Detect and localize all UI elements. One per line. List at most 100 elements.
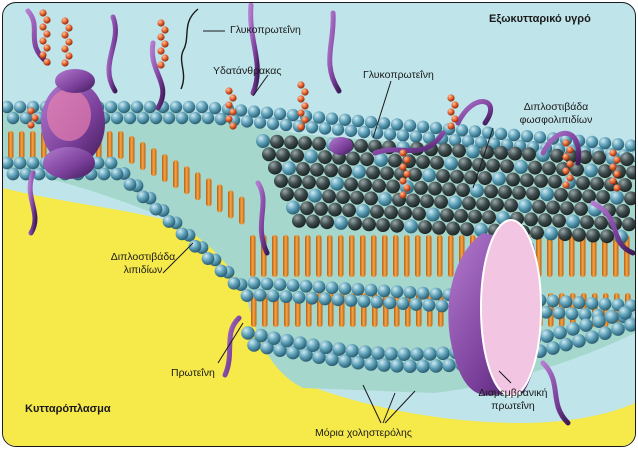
lipid-head: [338, 354, 352, 368]
lipid-head: [390, 218, 404, 233]
carbohydrate-bead: [31, 114, 39, 122]
lipid-head: [538, 213, 552, 228]
lipid-tail: [382, 235, 388, 277]
lipid-head: [348, 216, 362, 231]
lipid-head: [362, 217, 376, 232]
lipid-head: [464, 170, 478, 185]
label-cytoplasm: Κυτταρόπλασμα: [25, 403, 111, 415]
lipid-head: [383, 296, 397, 310]
lipid-head: [482, 210, 496, 225]
lipid-head: [598, 297, 612, 311]
lipid-head: [416, 286, 430, 300]
lipid-head: [472, 157, 486, 172]
lipid-head: [436, 169, 450, 183]
lipid-head: [110, 167, 124, 181]
lipid-head: [331, 123, 345, 136]
lipid-tail: [569, 235, 575, 277]
lipid-head: [396, 129, 410, 142]
lipid-tail: [371, 235, 377, 277]
lipid-head: [468, 125, 482, 138]
lipid-head: [514, 159, 528, 174]
lipid-head: [188, 111, 202, 125]
lipid-head: [110, 111, 124, 125]
lipid-head: [546, 341, 560, 355]
lipid-head: [310, 162, 324, 177]
lipid-head: [344, 124, 358, 137]
lipid-tail: [394, 293, 400, 327]
carbohydrate-bead: [609, 177, 617, 185]
lipid-head: [266, 289, 280, 303]
lipid-head: [611, 322, 625, 336]
lipid-tail: [327, 235, 333, 277]
lipid-head: [504, 198, 518, 213]
lipid-head: [518, 199, 532, 214]
glycoprotein-globule: [329, 137, 353, 155]
lipid-head: [552, 306, 566, 320]
lipid-head: [398, 206, 412, 221]
lipid-head: [550, 148, 564, 163]
lipid-head: [435, 299, 449, 313]
lipid-head: [292, 291, 306, 304]
lipid-head: [201, 252, 215, 265]
lipid-head: [624, 318, 635, 332]
carbohydrate-bead: [301, 116, 309, 124]
lipid-head: [426, 207, 440, 222]
lipid-head: [286, 200, 300, 215]
lipid-head: [346, 151, 360, 166]
lipid-tail: [426, 235, 432, 277]
lipid-head: [409, 298, 423, 311]
lipid-head: [305, 291, 319, 305]
lipid-head: [247, 276, 261, 290]
carbohydrate-bead: [39, 23, 47, 31]
lipid-head: [512, 185, 526, 200]
lipid-head: [539, 305, 553, 319]
lipid-head: [136, 111, 150, 125]
lipid-head: [377, 284, 391, 298]
lipid-head: [476, 197, 490, 211]
lipid-head: [470, 183, 484, 198]
glycoprotein-stalk: [180, 8, 199, 90]
lipid-head: [500, 159, 514, 174]
lipid-head: [270, 134, 284, 149]
carbohydrate-bead: [399, 177, 407, 185]
lipid-tail: [239, 196, 245, 225]
lipid-head: [319, 340, 333, 355]
lipid-head: [352, 164, 366, 179]
carbohydrate-chains: [27, 9, 621, 199]
lipid-head: [498, 185, 512, 200]
carbohydrate-bead: [613, 184, 621, 192]
lipid-head: [626, 165, 635, 180]
lipid-head: [492, 171, 506, 186]
integral-protein-left: [41, 69, 105, 179]
carbohydrate-bead: [65, 52, 73, 60]
transmembrane-protein: [448, 219, 542, 397]
carbohydrate-bead: [225, 115, 233, 123]
lipid-head: [182, 100, 196, 114]
lipid-tail: [437, 235, 443, 277]
lipid-tail: [19, 131, 25, 159]
lipid-head: [13, 156, 27, 170]
lipid-head: [436, 346, 450, 361]
carbohydrate-bead: [229, 122, 237, 130]
lipid-head: [214, 112, 228, 126]
lipid-head: [298, 136, 312, 151]
lipid-head: [260, 277, 274, 291]
lipid-head: [320, 215, 334, 230]
protein-strand: [372, 130, 446, 156]
lipid-head: [428, 181, 442, 196]
protein-strand: [27, 170, 38, 236]
lipid-head: [570, 162, 584, 177]
lipid-head: [403, 286, 417, 299]
lipid-head: [282, 161, 296, 176]
lipid-head: [162, 215, 176, 228]
lipid-head: [130, 100, 144, 114]
lipid-head: [308, 188, 322, 203]
protein-coils: [25, 3, 635, 426]
lipid-head: [332, 342, 346, 356]
lipid-head: [442, 182, 456, 197]
lipid-head: [390, 285, 404, 299]
carbohydrate-bead: [447, 122, 455, 130]
lipid-tail: [415, 235, 421, 277]
lipid-head: [162, 111, 176, 125]
lipid-head: [616, 204, 630, 218]
